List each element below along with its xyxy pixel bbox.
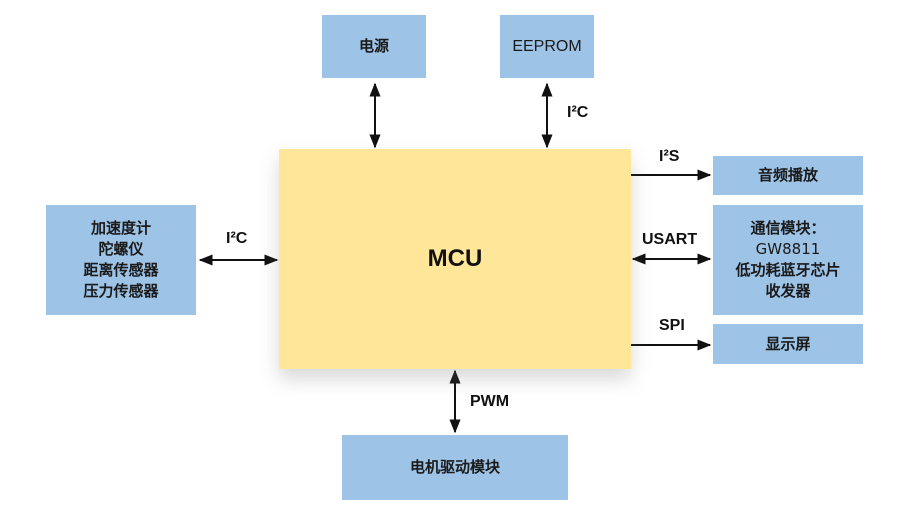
sensor-line: 压力传感器 xyxy=(83,282,159,300)
display-label: 显示屏 xyxy=(765,334,811,353)
comm-line: 低功耗蓝牙芯片 xyxy=(735,261,841,279)
audio-bus-label: I²S xyxy=(659,148,680,165)
comm-line: 通信模块： xyxy=(750,219,826,237)
eeprom-label: EEPROM xyxy=(512,38,582,55)
power-label: 电源 xyxy=(358,37,389,55)
audio-box: 音频播放 xyxy=(713,156,863,195)
sensor-line: 距离传感器 xyxy=(83,261,159,279)
comm-box: 通信模块： GW8811 低功耗蓝牙芯片 收发器 xyxy=(713,205,863,315)
power-box: 电源 xyxy=(322,15,426,78)
sensor-line: 加速度计 xyxy=(90,219,151,237)
motor-bus-label: PWM xyxy=(470,393,510,410)
audio-label: 音频播放 xyxy=(757,166,818,184)
motor-label: 电机驱动模块 xyxy=(409,458,500,476)
comm-line: 收发器 xyxy=(765,282,811,300)
sensors-bus-label: I²C xyxy=(226,230,248,247)
display-box: 显示屏 xyxy=(713,324,863,364)
motor-box: 电机驱动模块 xyxy=(342,435,568,500)
eeprom-box: EEPROM xyxy=(500,15,594,78)
comm-bus-label: USART xyxy=(642,231,698,248)
sensor-line: 陀螺仪 xyxy=(98,240,144,258)
display-bus-label: SPI xyxy=(659,317,685,334)
mcu-block: MCU xyxy=(279,149,631,369)
comm-line: GW8811 xyxy=(755,240,821,258)
mcu-label: MCU xyxy=(427,245,483,272)
eeprom-bus-label: I²C xyxy=(567,104,589,121)
sensors-box: 加速度计 陀螺仪 距离传感器 压力传感器 xyxy=(46,205,196,315)
